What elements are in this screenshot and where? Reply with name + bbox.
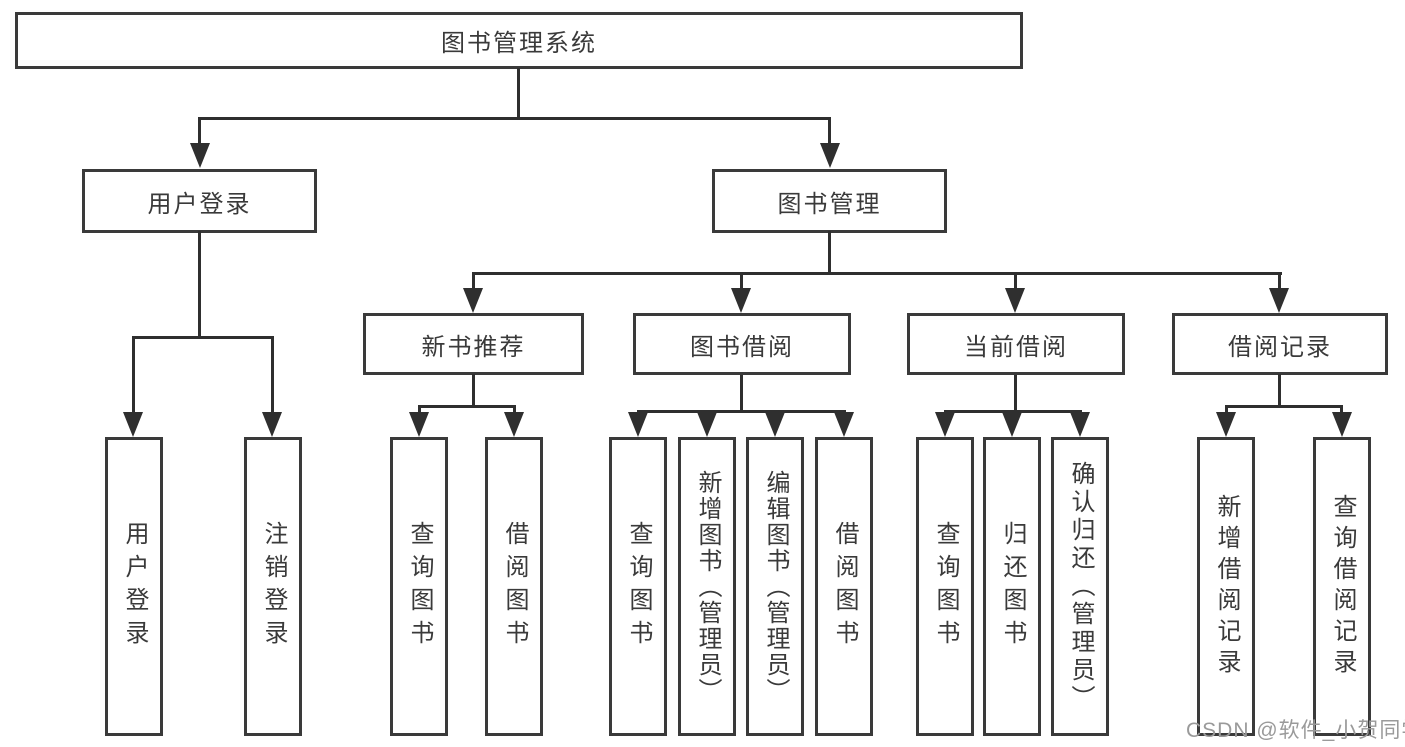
- node-label: 新书推荐: [421, 333, 526, 361]
- edge-line: [198, 117, 201, 147]
- node-label: 新增借阅记录: [1213, 493, 1240, 680]
- leaf-edit-books-admin: 编辑图书（管理员）: [746, 437, 804, 736]
- edge-line: [740, 375, 743, 412]
- edge-line: [1225, 405, 1228, 416]
- arrow-down-icon: [504, 412, 524, 437]
- leaf-add-borrow-record: 新增借阅记录: [1197, 437, 1255, 736]
- arrow-down-icon: [1002, 412, 1022, 437]
- node-label: 图书管理系统: [441, 30, 597, 57]
- node-label: 查询图书: [625, 520, 652, 653]
- node-label: 借阅记录: [1228, 333, 1332, 361]
- leaf-query-books-current: 查询图书: [916, 437, 974, 736]
- arrow-down-icon: [765, 412, 785, 437]
- arrow-down-icon: [1070, 412, 1090, 437]
- node-label: 注销登录: [260, 520, 287, 653]
- node-label: 当前借阅: [964, 333, 1068, 361]
- edge-line: [418, 405, 516, 408]
- node-book-management: 图书管理: [712, 169, 947, 233]
- node-user-login: 用户登录: [82, 169, 317, 233]
- arrow-down-icon: [190, 143, 210, 168]
- arrow-down-icon: [731, 288, 751, 313]
- edge-line: [132, 336, 135, 416]
- csdn-watermark: CSDN @软件_小贺同学: [1186, 719, 1405, 742]
- leaf-borrow-books: 借阅图书: [815, 437, 873, 736]
- leaf-user-login: 用户登录: [105, 437, 163, 736]
- edge-line: [1014, 272, 1017, 292]
- edge-line: [198, 231, 201, 339]
- leaf-query-books-borrow: 查询图书: [609, 437, 667, 736]
- edge-line: [1225, 405, 1343, 408]
- node-library-system: 图书管理系统: [15, 12, 1023, 69]
- edge-line: [132, 336, 274, 339]
- arrow-down-icon: [1269, 288, 1289, 313]
- edge-line: [637, 410, 846, 413]
- node-book-borrowing: 图书借阅: [633, 313, 851, 375]
- node-label: 新增图书（管理员）: [694, 469, 721, 704]
- edge-line: [1014, 375, 1017, 412]
- edge-line: [1278, 374, 1281, 407]
- edge-line: [1340, 405, 1343, 416]
- node-label: 用户登录: [147, 190, 252, 218]
- edge-line: [740, 272, 743, 292]
- node-borrowing-records: 借阅记录: [1172, 313, 1388, 375]
- leaf-return-books: 归还图书: [983, 437, 1041, 736]
- arrow-down-icon: [935, 412, 955, 437]
- leaf-query-books-recommend: 查询图书: [390, 437, 448, 736]
- node-label: 用户登录: [121, 520, 148, 653]
- arrow-down-icon: [463, 288, 483, 313]
- arrow-down-icon: [1005, 288, 1025, 313]
- node-label: 借阅图书: [831, 520, 858, 653]
- edge-line: [198, 117, 831, 120]
- arrow-down-icon: [697, 412, 717, 437]
- node-label: 确认归还（管理员）: [1067, 460, 1094, 713]
- arrow-down-icon: [1332, 412, 1352, 437]
- node-new-book-recommendation: 新书推荐: [363, 313, 584, 375]
- leaf-query-borrow-record: 查询借阅记录: [1313, 437, 1371, 736]
- node-label: 查询图书: [932, 520, 959, 653]
- arrow-down-icon: [820, 143, 840, 168]
- arrow-down-icon: [628, 412, 648, 437]
- leaf-confirm-return-admin: 确认归还（管理员）: [1051, 437, 1109, 736]
- arrow-down-icon: [409, 412, 429, 437]
- node-label: 归还图书: [999, 520, 1026, 653]
- node-label: 图书借阅: [690, 333, 794, 361]
- arrow-down-icon: [834, 412, 854, 437]
- leaf-add-books-admin: 新增图书（管理员）: [678, 437, 736, 736]
- node-label: 查询借阅记录: [1329, 493, 1356, 680]
- node-label: 借阅图书: [501, 520, 528, 653]
- leaf-borrow-books-recommend: 借阅图书: [485, 437, 543, 736]
- edge-line: [513, 405, 516, 416]
- edge-line: [472, 272, 1282, 275]
- edge-line: [828, 117, 831, 147]
- arrow-down-icon: [1216, 412, 1236, 437]
- edge-line: [418, 405, 421, 416]
- edge-line: [517, 68, 520, 119]
- edge-line: [472, 374, 475, 407]
- edge-line: [472, 272, 475, 292]
- node-label: 编辑图书（管理员）: [762, 469, 789, 704]
- arrow-down-icon: [262, 412, 282, 437]
- node-label: 查询图书: [406, 520, 433, 653]
- arrow-down-icon: [123, 412, 143, 437]
- edge-line: [828, 231, 831, 275]
- node-label: 图书管理: [777, 190, 882, 218]
- edge-line: [1278, 272, 1281, 292]
- node-current-borrowing: 当前借阅: [907, 313, 1125, 375]
- edge-line: [271, 336, 274, 416]
- leaf-logout: 注销登录: [244, 437, 302, 736]
